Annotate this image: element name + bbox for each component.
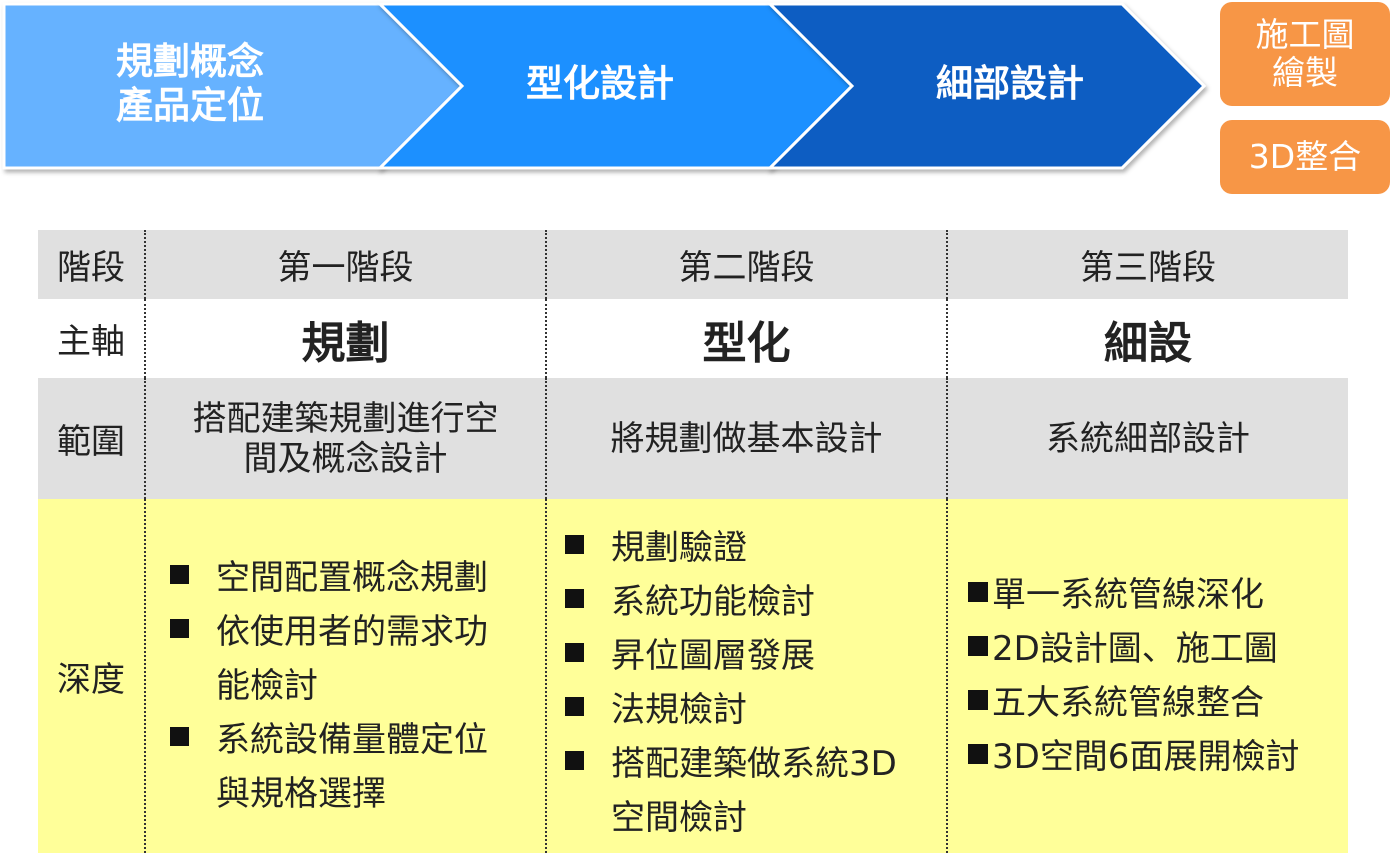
depth-2-item: 規劃驗證: [565, 521, 946, 575]
bullet-square-icon: [170, 727, 189, 746]
row-label-depth: 深度: [38, 499, 145, 853]
scope-1: 搭配建築規劃進行空 間及概念設計: [144, 378, 546, 499]
axis-2: 型化: [545, 299, 947, 378]
depth-2-item-5b: 空間檢討: [611, 798, 747, 838]
depth-2-item-1: 規劃驗證: [611, 528, 747, 568]
depth-2-item-3: 昇位圖層發展: [611, 636, 815, 676]
bullet-square-icon: [565, 643, 584, 662]
bullet-square-icon: [968, 744, 988, 764]
bullet-square-icon: [968, 636, 988, 656]
depth-3-item: 3D空間6面展開檢討: [968, 730, 1348, 784]
depth-2-item-4: 法規檢討: [611, 690, 747, 730]
depth-2: 規劃驗證 系統功能檢討 昇位圖層發展 法規檢討 搭配建築做系統3D 空間檢討: [545, 499, 947, 853]
step-2-label: 型化設計: [526, 62, 674, 105]
scope-1-line1: 搭配建築規劃進行空: [192, 398, 499, 439]
stage-3: 第三階段: [946, 230, 1348, 299]
axis-3: 細設: [946, 299, 1348, 378]
depth-1: 空間配置概念規劃 依使用者的需求功能檢討 系統設備量體定位與規格選擇: [144, 499, 546, 853]
depth-3-item-2: 2D設計圖、施工圖: [992, 629, 1278, 669]
scope-1-line2: 間及概念設計: [243, 438, 448, 479]
step-1-label: 規劃概念 產品定位: [30, 34, 350, 134]
bullet-square-icon: [170, 565, 189, 584]
axis-1: 規劃: [144, 299, 546, 378]
depth-1-item-2b: 能檢討: [216, 666, 318, 706]
depth-3: 單一系統管線深化 2D設計圖、施工圖 五大系統管線整合 3D空間6面展開檢討: [946, 499, 1348, 853]
depth-2-item: 搭配建築做系統3D 空間檢討: [565, 737, 946, 845]
bullet-square-icon: [968, 582, 988, 602]
output-1-line1: 施工圖: [1255, 15, 1355, 54]
step-1-line1: 規劃概念: [116, 40, 264, 83]
bullet-square-icon: [565, 751, 584, 770]
depth-2-item-2: 系統功能檢討: [611, 582, 815, 622]
stage-table: 階段 第一階段 第二階段 第三階段 主軸 規劃 型化 細設 範圍 搭配建築規劃進…: [38, 230, 1348, 853]
depth-1-item: 系統設備量體定位與規格選擇: [170, 713, 545, 821]
row-axis: 主軸 規劃 型化 細設: [38, 299, 1348, 378]
depth-1-item: 依使用者的需求功能檢討: [170, 605, 545, 713]
depth-3-item: 五大系統管線整合: [968, 676, 1348, 730]
depth-1-item-1: 空間配置概念規劃: [216, 558, 488, 598]
depth-3-item: 單一系統管線深化: [968, 568, 1348, 622]
output-3d-integration: 3D整合: [1220, 120, 1390, 194]
chevron-step-3: [766, 2, 1207, 170]
depth-2-item-5a: 搭配建築做系統3D: [611, 744, 897, 784]
stage-2: 第二階段: [545, 230, 947, 299]
depth-1-item-2a: 依使用者的需求功: [216, 612, 488, 652]
row-stage: 階段 第一階段 第二階段 第三階段: [38, 230, 1348, 299]
process-flow: [2, 2, 1207, 170]
depth-3-item-4: 3D空間6面展開檢討: [992, 737, 1300, 777]
bullet-square-icon: [170, 619, 189, 638]
row-label-stage: 階段: [38, 230, 145, 299]
depth-3-item: 2D設計圖、施工圖: [968, 622, 1348, 676]
scope-3: 系統細部設計: [946, 378, 1348, 499]
bullet-square-icon: [565, 697, 584, 716]
depth-1-item-3b: 與規格選擇: [216, 774, 386, 814]
depth-1-item: 空間配置概念規劃: [170, 551, 545, 605]
stage-1: 第一階段: [144, 230, 546, 299]
depth-2-item: 法規檢討: [565, 683, 946, 737]
output-construction-drawing: 施工圖 繪製: [1220, 2, 1390, 106]
row-scope: 範圍 搭配建築規劃進行空 間及概念設計 將規劃做基本設計 系統細部設計: [38, 378, 1348, 499]
output-1-line2: 繪製: [1272, 53, 1338, 92]
bullet-square-icon: [565, 535, 584, 554]
depth-2-item: 昇位圖層發展: [565, 629, 946, 683]
step-3-label: 細部設計: [936, 62, 1084, 105]
depth-1-item-3a: 系統設備量體定位: [216, 720, 488, 760]
row-label-axis: 主軸: [38, 299, 145, 378]
scope-2: 將規劃做基本設計: [545, 378, 947, 499]
depth-2-item: 系統功能檢討: [565, 575, 946, 629]
step-1-line2: 產品定位: [116, 84, 264, 127]
row-label-scope: 範圍: [38, 378, 145, 499]
bullet-square-icon: [565, 589, 584, 608]
depth-3-item-1: 單一系統管線深化: [992, 575, 1264, 615]
depth-3-item-3: 五大系統管線整合: [992, 683, 1264, 723]
bullet-square-icon: [968, 690, 988, 710]
row-depth: 深度 空間配置概念規劃 依使用者的需求功能檢討 系統設備量體定位與規格選擇 規劃…: [38, 499, 1348, 853]
